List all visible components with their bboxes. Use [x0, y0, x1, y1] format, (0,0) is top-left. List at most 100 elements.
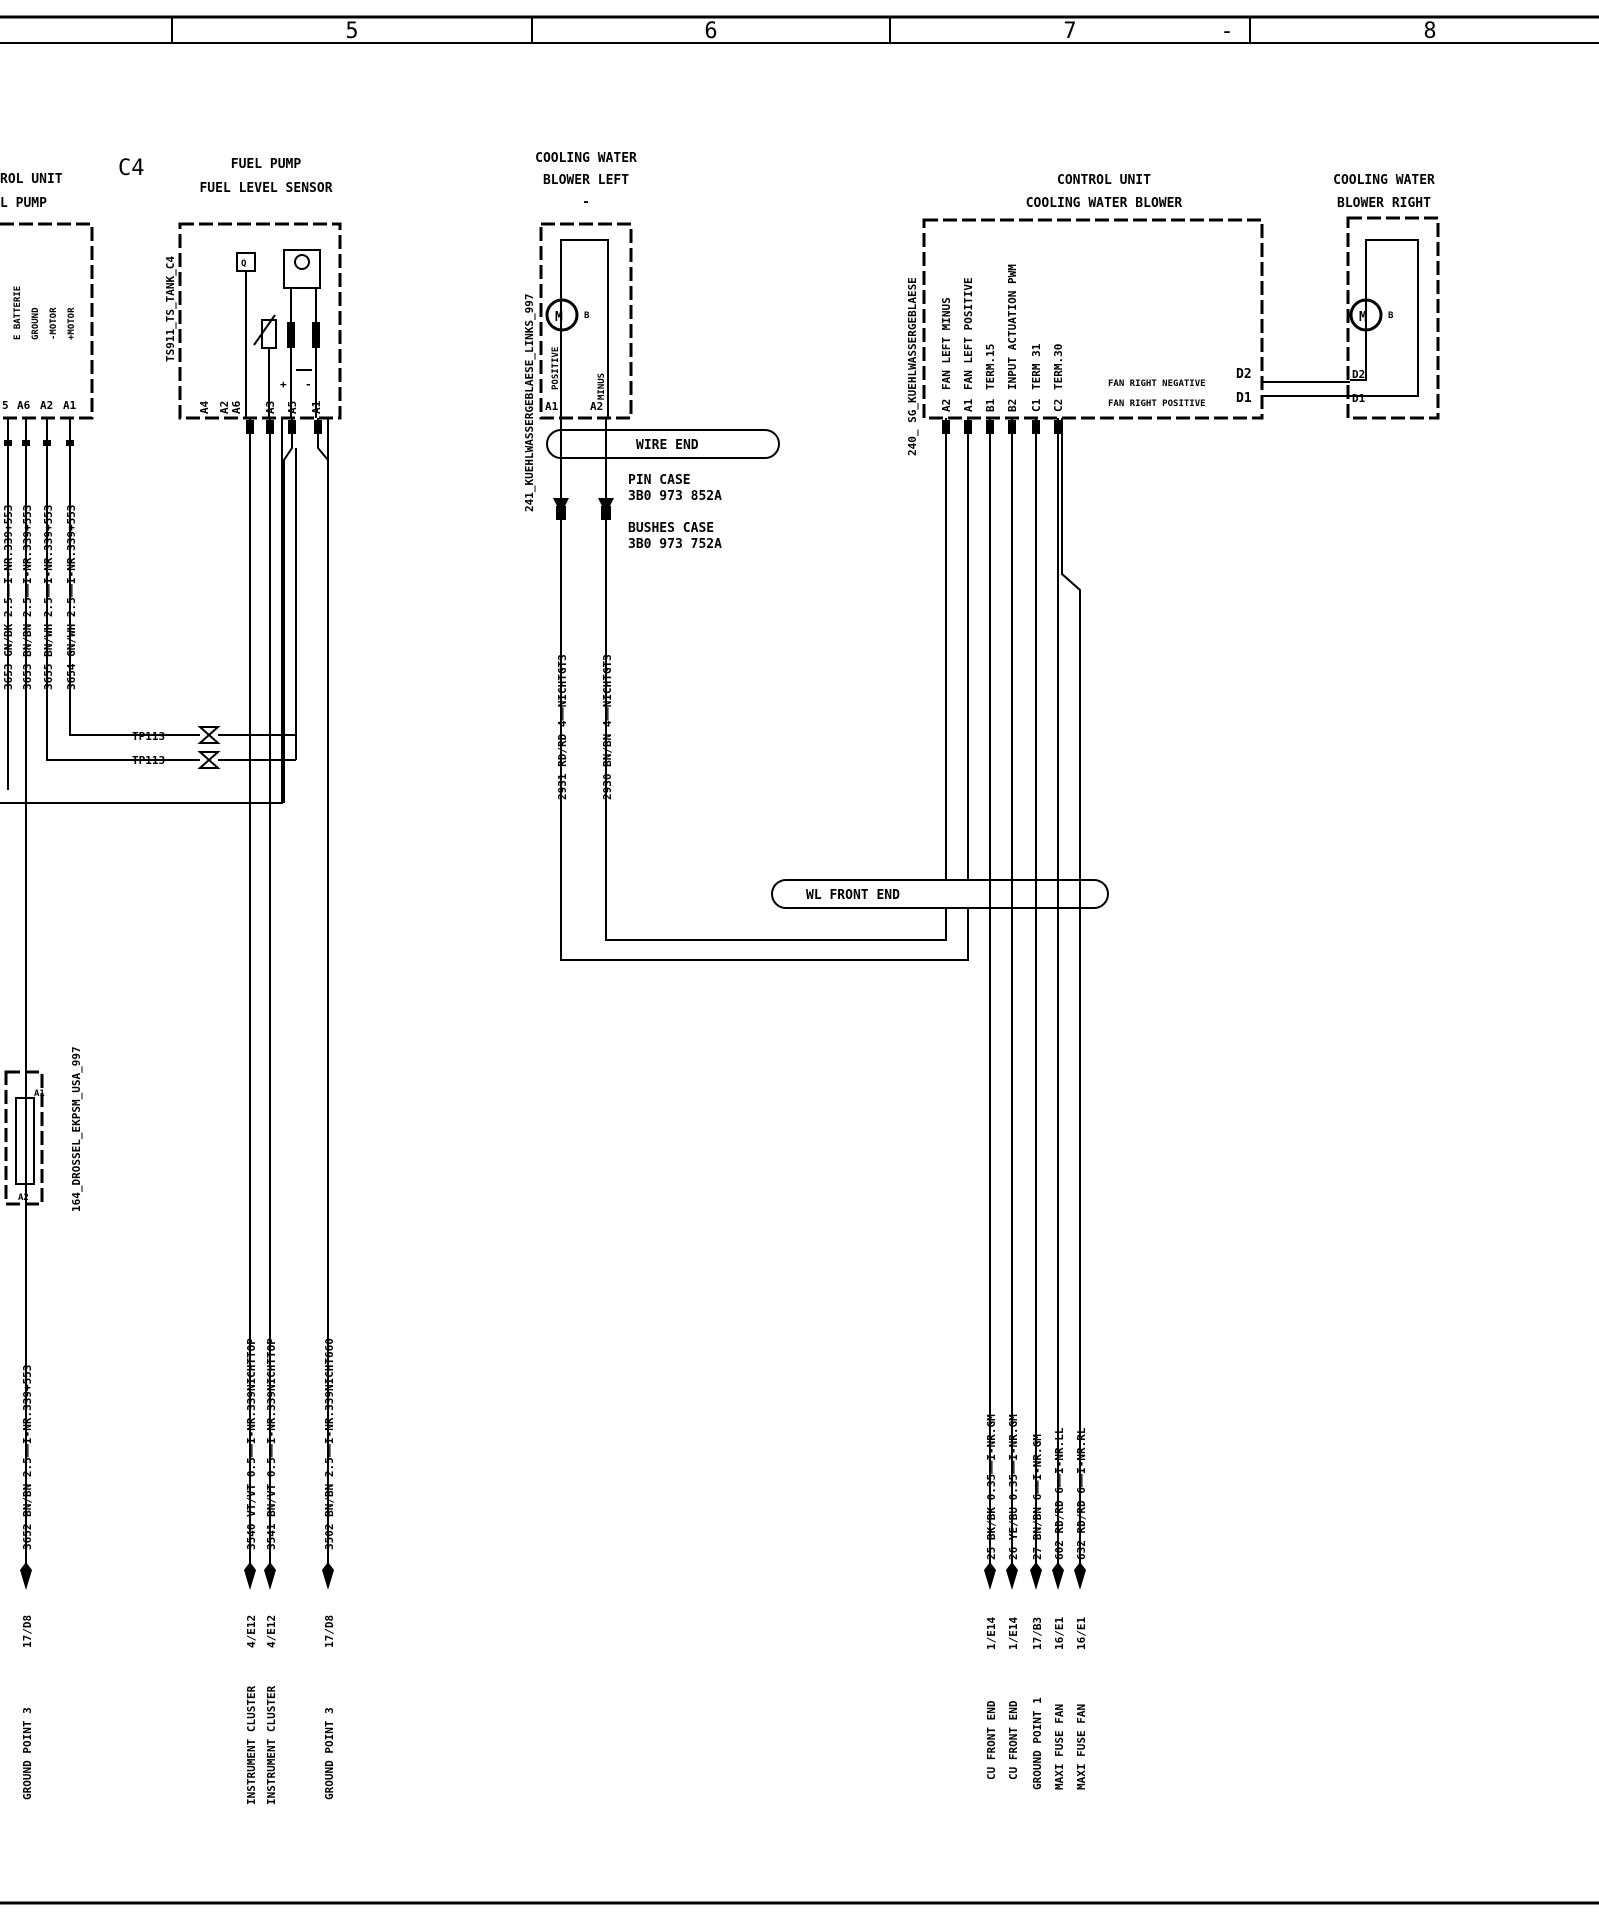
bl-wire-2-dest: INSTRUMENT CLUSTER — [245, 1685, 258, 1805]
choke-pin-a1: A1 — [34, 1089, 45, 1099]
br-wire-1-label: 25 BK/BK 0.35——I-NR.GM — [985, 1414, 998, 1560]
fuel-pump-pin-a5: A5 — [286, 401, 299, 414]
blower-left-side-label: 241_KUEHLWASSERGEBLAESE_LINKS_997 — [523, 293, 536, 512]
br-wire-1-dest: CU FRONT END — [985, 1700, 998, 1780]
cu-blower-pin-label-4: INPUT ACTUATION PWM — [1006, 264, 1019, 390]
upper-wire-1: 3653 GN/BK 2.5——I-NR.339+553 — [2, 505, 15, 690]
wire-end-connector: WIRE END PIN CASE 3B0 973 852A BUSHES CA… — [546, 429, 780, 552]
upper-wire-3: 3655 BN/WH 2.5——I-NR.339+553 — [42, 505, 55, 690]
fuel-pump-pin-a3: A3 — [264, 401, 277, 414]
grid-col-dash: - — [1220, 19, 1233, 44]
bushes-case-label: BUSHES CASE — [628, 521, 714, 536]
cu-fuel-pin-4: A1 — [63, 399, 77, 412]
cu-blower-pin-label-1: FAN LEFT MINUS — [940, 297, 953, 390]
fuel-pump-minus: - — [305, 378, 312, 391]
wl-front-end-label: WL FRONT END — [806, 888, 900, 903]
choke-side-label: 164_DROSSEL_EKPSM_USA_997 — [70, 1046, 83, 1212]
svg-text:B: B — [1388, 311, 1394, 321]
blower-right-motor-icon: M — [1359, 310, 1367, 325]
control-unit-fuel-pump: ROL UNIT L PUMP E BATTERIE GROUND -MOTOR… — [0, 172, 94, 420]
cu-blower-pin-c2: C2 — [1052, 399, 1065, 412]
cu-fuel-pin-label-3: -MOTOR — [49, 307, 59, 340]
blower-left-pin-label-positive: POSITIVE — [551, 347, 561, 390]
cu-fuel-pin-1: 5 — [2, 399, 9, 412]
bottom-left-wires: 3652 BN/BN 2.5——I-NR.339+553 17/D8 GROUN… — [20, 1204, 336, 1805]
pin-case-label: PIN CASE — [628, 473, 691, 488]
fuel-pump-title-1: FUEL PUMP — [231, 157, 302, 172]
tp113-junctions: TP113 TP113 — [132, 726, 296, 769]
cu-fuel-title-2: L PUMP — [0, 196, 47, 211]
tp113-label-2: TP113 — [132, 754, 165, 767]
cu-blower-right-label-2: FAN RIGHT POSITIVE — [1108, 399, 1206, 409]
bl-wire-2-label: 3540 VT/VT 0.5——I-NR.339NICHTTOP — [245, 1338, 258, 1550]
blower-left-pin-a1: A1 — [545, 400, 559, 413]
choke-pin-a2: A2 — [18, 1193, 29, 1203]
bushes-case-part: 3B0 973 752A — [628, 537, 722, 552]
cu-blower-wires: 25 BK/BK 0.35——I-NR.GM 1/E14 CU FRONT EN… — [942, 418, 1088, 1790]
svg-text:B: B — [584, 311, 590, 321]
blower-left-pin-label-minus: MINUS — [597, 373, 607, 400]
bl-wire-2-ref: 4/E12 — [245, 1615, 258, 1648]
cu-fuel-pin-3: A2 — [40, 399, 53, 412]
fuel-pump-pin-a4: A4 — [198, 400, 211, 414]
cu-blower-pin-label-3: TERM.15 — [984, 344, 997, 390]
blower-wire-2: 2930 BN/BN 4——NICHTGT3 — [601, 654, 614, 800]
tp113-label-1: TP113 — [132, 730, 165, 743]
wl-front-end-connector: WL FRONT END — [771, 879, 1109, 909]
cu-blower-right-label-1: FAN RIGHT NEGATIVE — [1108, 379, 1206, 389]
bl-wire-3-ref: 4/E12 — [265, 1615, 278, 1648]
blower-left-component: COOLING WATER BLOWER LEFT - 241_KUEHLWAS… — [523, 151, 637, 512]
br-wire-4-dest: MAXI FUSE FAN — [1053, 1704, 1066, 1790]
fuel-pump-side-label: TS911_TS_TANK_C4 — [164, 256, 177, 362]
blower-wire-1: 2931 RD/RD 4——NICHTGT3 — [556, 654, 569, 800]
cu-blower-pin-label-5: TERM 31 — [1030, 343, 1043, 390]
fuel-pump-pin-a6: A6 — [230, 400, 243, 414]
br-wire-2-dest: CU FRONT END — [1007, 1700, 1020, 1780]
br-wire-5-ref: 16/E1 — [1075, 1617, 1088, 1650]
br-wire-3-dest: GROUND POINT 1 — [1031, 1697, 1044, 1790]
cu-blower-pin-a1: A1 — [962, 398, 975, 412]
bl-wire-1-dest: GROUND POINT 3 — [21, 1707, 34, 1800]
bl-wire-4-label: 3502 BN/BN 2.5——I-NR.339NICHT660 — [323, 1338, 336, 1550]
cu-blower-title-2: COOLING WATER BLOWER — [1026, 196, 1183, 211]
bl-wire-4-dest: GROUND POINT 3 — [323, 1707, 336, 1800]
grid-col-5: 5 — [345, 19, 358, 44]
bl-wire-1-ref: 17/D8 — [21, 1615, 34, 1648]
cu-blower-pin-label-2: FAN LEFT POSITIVE — [962, 277, 975, 390]
control-unit-blower-component: CONTROL UNIT COOLING WATER BLOWER 240_ S… — [906, 173, 1264, 456]
cu-fuel-pin-label-1: E BATTERIE — [13, 286, 23, 340]
br-wire-2-ref: 1/E14 — [1007, 1617, 1020, 1650]
wire-end-label: WIRE END — [636, 438, 699, 453]
cu-fuel-pin-label-2: GROUND — [31, 307, 41, 340]
br-wire-4-ref: 16/E1 — [1053, 1617, 1066, 1650]
br-wire-5-dest: MAXI FUSE FAN — [1075, 1704, 1088, 1790]
br-wire-3-ref: 17/B3 — [1031, 1617, 1044, 1650]
blower-left-wires: 2931 RD/RD 4——NICHTGT3 2930 BN/BN 4——NIC… — [556, 418, 969, 961]
br-wire-1-ref: 1/E14 — [985, 1617, 998, 1650]
br-wire-3-label: 27 BN/BN 6——I-NR.GM — [1031, 1434, 1044, 1560]
cu-blower-pin-b2: B2 — [1006, 399, 1019, 412]
blower-right-pin-d1: D1 — [1352, 392, 1366, 405]
grid-col-8: 8 — [1423, 19, 1436, 44]
br-wire-4-label: 602 RD/RD 6——I-NR.LL — [1053, 1427, 1066, 1560]
blower-right-pin-d2: D2 — [1352, 368, 1365, 381]
cu-blower-right-pin-d2: D2 — [1236, 367, 1252, 382]
blower-left-title-3: - — [582, 195, 590, 210]
cu-blower-side-label: 240_ SG_KUEHLWASSERGEBLAESE — [906, 277, 919, 456]
blower-left-title-1: COOLING WATER — [535, 151, 637, 166]
blower-left-pin-a2: A2 — [590, 400, 603, 413]
cu-blower-pin-b1: B1 — [984, 398, 997, 412]
bl-wire-3-dest: INSTRUMENT CLUSTER — [265, 1685, 278, 1805]
grid-col-6: 6 — [704, 19, 717, 44]
pin-case-part: 3B0 973 852A — [628, 489, 722, 504]
bl-wire-1-label: 3652 BN/BN 2.5——I-NR.339+553 — [21, 1365, 34, 1550]
upper-wire-4: 3654 GN/WH 2.5——I-NR.339+553 — [65, 505, 78, 690]
blower-left-motor-icon: M — [555, 310, 563, 325]
upper-wire-2: 3653 BN/BN 2.5——I-NR.339+553 — [21, 505, 34, 690]
fuel-pump-component: C4 FUEL PUMP FUEL LEVEL SENSOR TS911_TS_… — [118, 156, 342, 420]
br-wire-2-label: 26 YE/BU 0.35——I-NR.GM — [1007, 1414, 1020, 1560]
grid-col-7: 7 — [1063, 19, 1076, 44]
fuel-cu-wires: 3653 GN/BK 2.5——I-NR.339+553 3653 BN/BN … — [0, 418, 283, 1212]
cu-blower-title-1: CONTROL UNIT — [1057, 173, 1151, 188]
